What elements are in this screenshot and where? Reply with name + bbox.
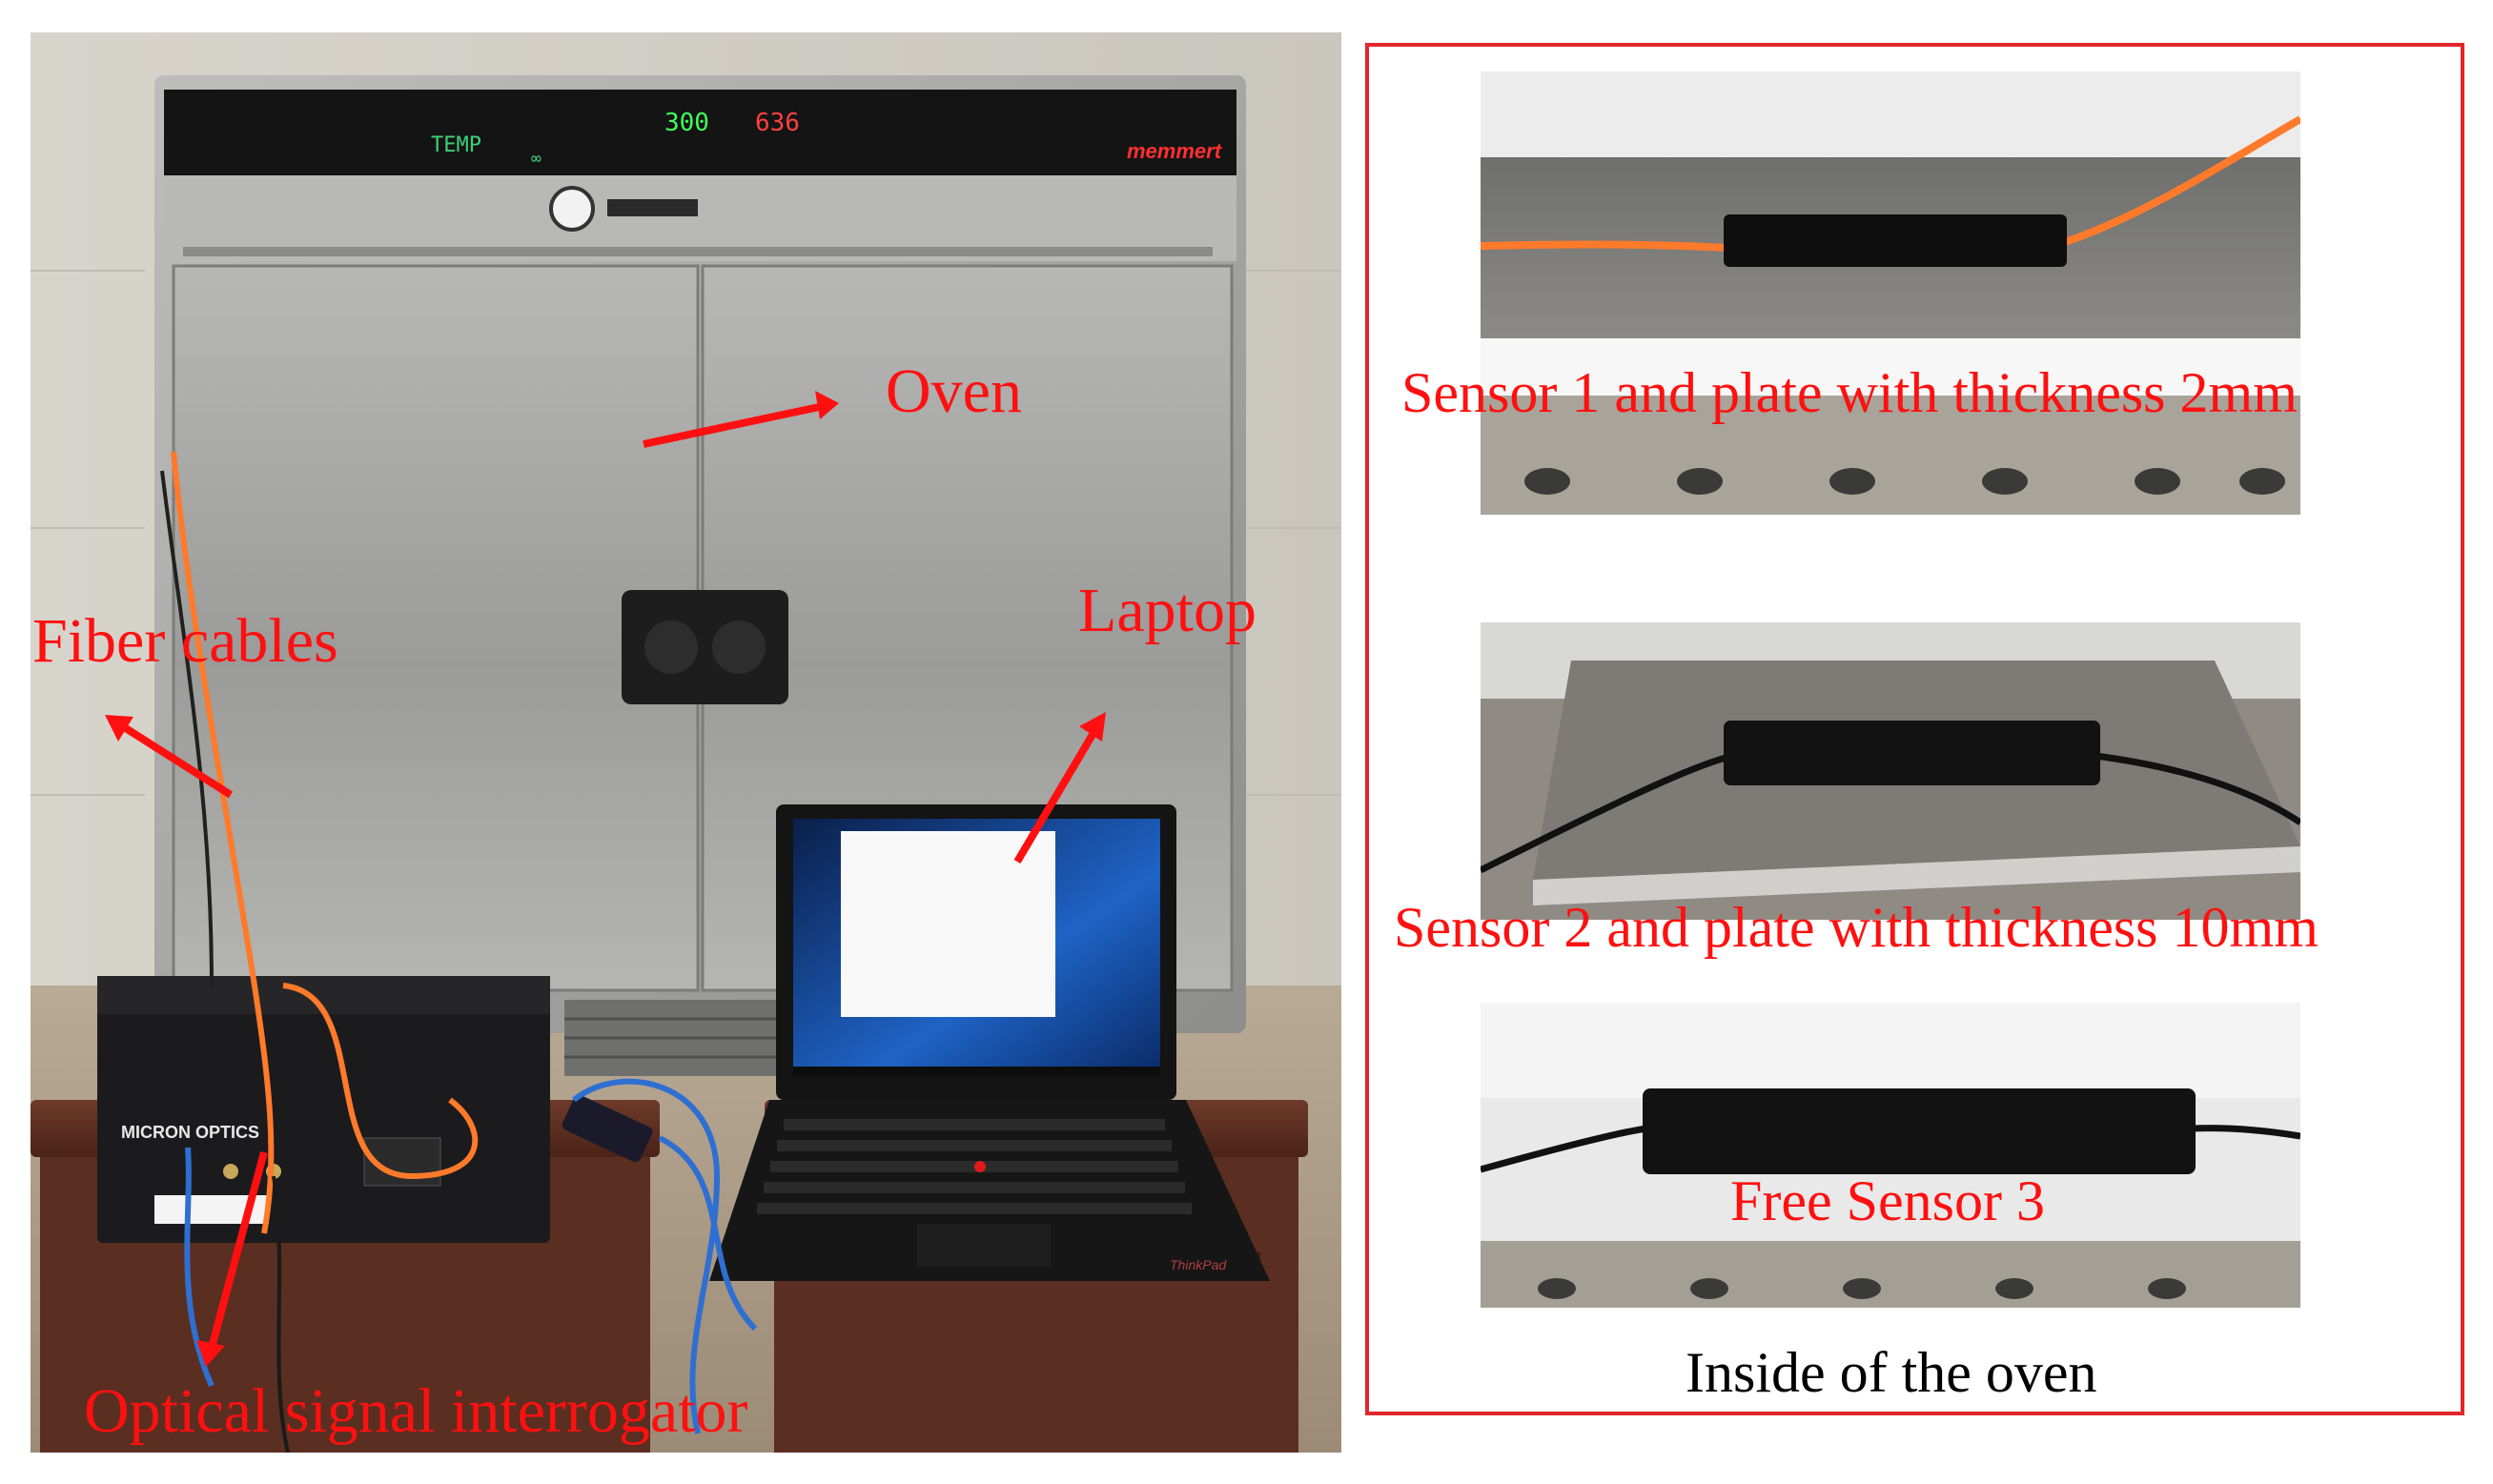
sensor-2 (1724, 721, 2100, 785)
fiber-cables-annotation: Fiber cables (32, 606, 338, 676)
laptop-annotation: Laptop (1078, 576, 1257, 645)
setup-photo: TEMP ∞ 300 636 memmert MICRON (31, 32, 1341, 1453)
laptop-brand: ThinkPad (1170, 1257, 1227, 1272)
inside-oven-panel-frame (1365, 43, 2464, 1415)
sensor-1-photo (1481, 71, 2300, 515)
fiber-cables-arrow (118, 722, 234, 799)
oven-arrow (643, 402, 825, 448)
oven-knob (549, 186, 595, 232)
oven-setpoint: 300 (664, 109, 709, 137)
oven-brand-logo: memmert (1127, 139, 1223, 163)
sensor-3-label: Free Sensor 3 (1730, 1169, 2045, 1232)
interrogator-annotation: Optical signal interrogator (84, 1376, 748, 1446)
sensor-3-photo (1481, 1003, 2300, 1308)
sensor-2-label: Sensor 2 and plate with thickness 10mm (1394, 896, 2319, 959)
fiber-cable-black (160, 470, 214, 986)
svg-text:∞: ∞ (531, 149, 542, 169)
interrogator-arrow (208, 1150, 268, 1350)
inside-oven-caption: Inside of the oven (1686, 1341, 2097, 1404)
interrogator-brand: MICRON OPTICS (121, 1123, 259, 1142)
oven-left-door (172, 264, 700, 992)
oven-annotation: Oven (886, 356, 1022, 426)
setup-photo-illustration: TEMP ∞ 300 636 memmert MICRON (31, 32, 1341, 1453)
oven-control-panel (164, 90, 1236, 175)
oven-temp-label: TEMP (431, 133, 481, 157)
sensor-1 (1724, 214, 2067, 267)
oven-door-handle (622, 590, 788, 704)
sensor-2-photo (1481, 622, 2300, 920)
laptop-arrow (1013, 725, 1100, 864)
sensor-1-label: Sensor 1 and plate with thickness 2mm (1401, 361, 2298, 424)
oven-timer: 636 (755, 109, 800, 137)
annotation-arrows (105, 391, 1106, 1367)
ethernet-cable-blue (184, 1147, 215, 1388)
fiber-cable-orange (171, 451, 275, 1234)
sensor-3 (1643, 1088, 2196, 1174)
